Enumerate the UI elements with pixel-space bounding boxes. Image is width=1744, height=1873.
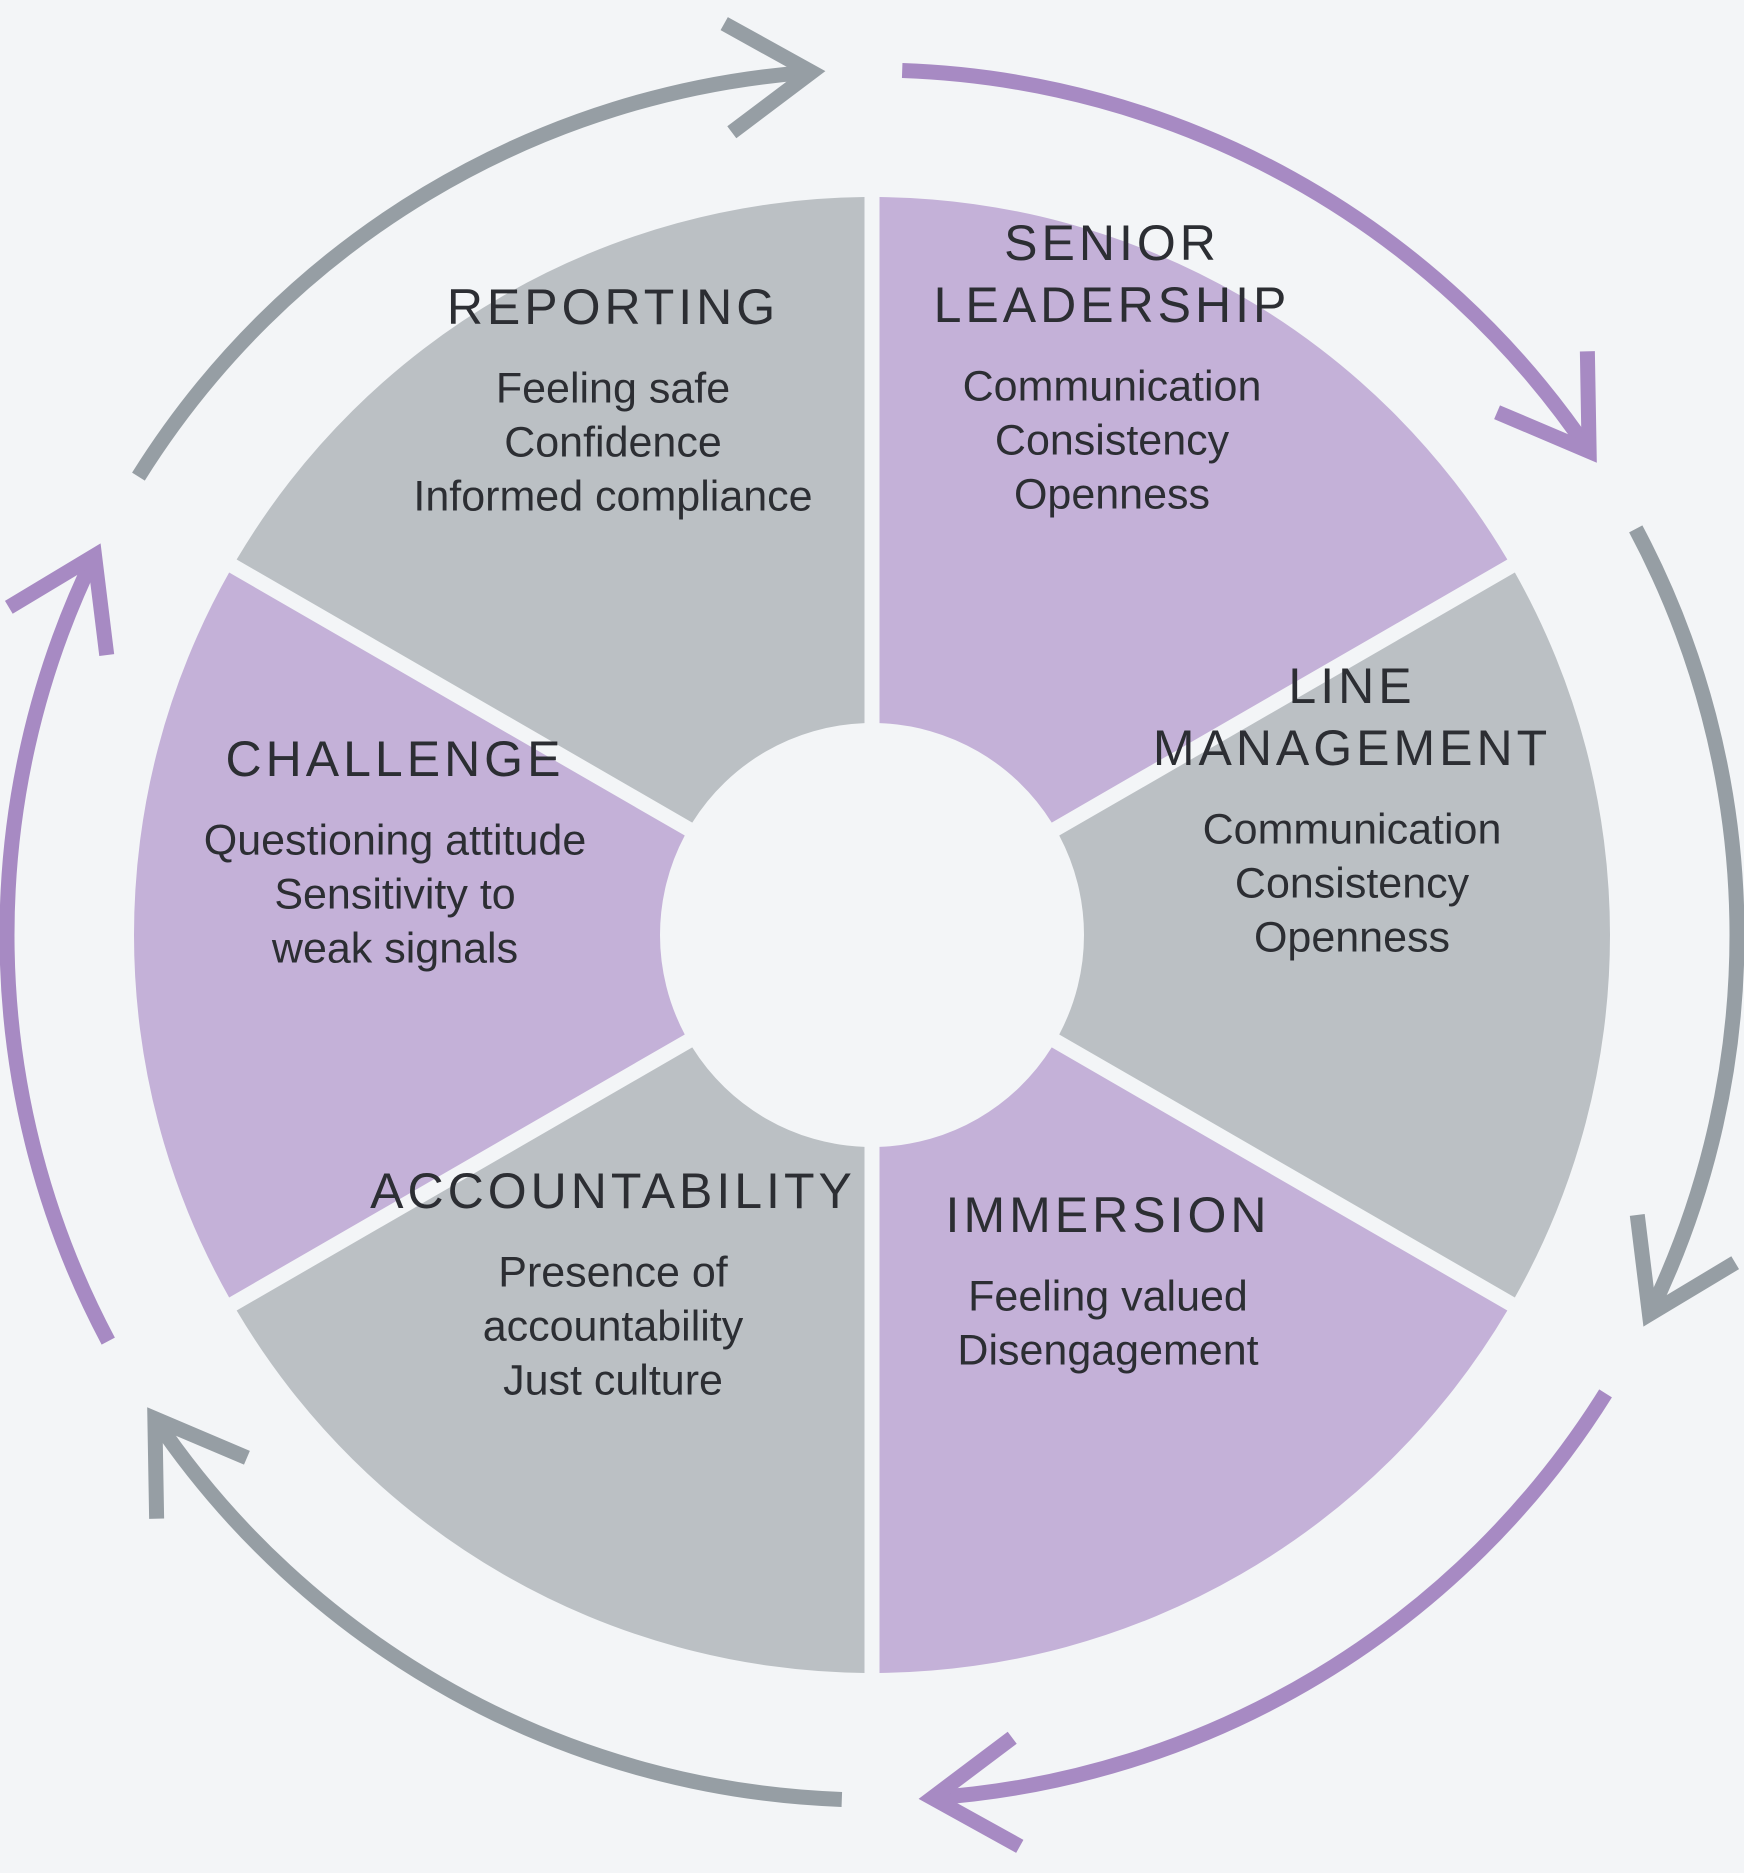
- segment-item: Just culture: [503, 1356, 723, 1404]
- segment-line-management: [1059, 572, 1610, 1298]
- segment-item: Presence of: [498, 1248, 729, 1296]
- segment-title: CHALLENGE: [226, 731, 565, 787]
- segment-item: Disengagement: [957, 1326, 1258, 1374]
- cycle-arrowhead-4: [147, 1407, 250, 1519]
- cycle-arrowhead-3: [918, 1731, 1024, 1853]
- segment-title: IMMERSION: [946, 1187, 1271, 1243]
- cycle-arrow-6: [132, 64, 813, 481]
- segment-title: LEADERSHIP: [934, 277, 1291, 333]
- segment-title: MANAGEMENT: [1153, 720, 1551, 776]
- label-accountability: ACCOUNTABILITY Presence of accountabilityJ…: [370, 1163, 856, 1404]
- cycle-arrow-5: [0, 552, 115, 1345]
- cycle-arrow-2: [1629, 525, 1744, 1318]
- segment-item: Sensitivity to: [274, 870, 515, 918]
- cycle-arrow-4: [148, 1414, 843, 1807]
- segment-item: weak signals: [271, 924, 518, 972]
- segment-title: SENIOR: [1004, 215, 1220, 271]
- label-senior-leadership: SENIOR LEADERSHIP CommunicationConsistency…: [934, 215, 1291, 518]
- segment-challenge: [133, 572, 685, 1298]
- segment-item: Confidence: [504, 418, 722, 466]
- segment-item: Openness: [1254, 913, 1450, 961]
- segment-item: Questioning attitude: [204, 816, 587, 864]
- segment-item: Feeling valued: [968, 1272, 1248, 1320]
- segment-item: accountability: [483, 1302, 744, 1350]
- segment-accountability: [236, 1047, 865, 1673]
- segment-item: Communication: [1203, 805, 1502, 853]
- segment-title: LINE: [1288, 658, 1415, 714]
- cycle-arrowhead-5: [4, 543, 115, 656]
- segment-item: Feeling safe: [496, 364, 730, 412]
- segment-title: REPORTING: [447, 279, 779, 335]
- segment-item: Informed compliance: [413, 472, 812, 520]
- label-line-management: LINE MANAGEMENT CommunicationConsistencyOp…: [1153, 658, 1551, 961]
- segment-item: Openness: [1014, 470, 1210, 518]
- segment-senior-leadership: [879, 197, 1508, 823]
- segment-item: Consistency: [1235, 859, 1470, 907]
- segment-reporting: [236, 197, 865, 823]
- label-challenge: CHALLENGE Questioning attitudeSensitivity…: [204, 731, 587, 972]
- segment-item: Consistency: [995, 416, 1230, 464]
- cycle-arrow-1: [901, 63, 1596, 456]
- cycle-arrowhead-1: [1494, 351, 1597, 463]
- cycle-arrowhead-6: [720, 17, 826, 139]
- segment-title: ACCOUNTABILITY: [370, 1163, 856, 1219]
- cycle-arrowhead-2: [1629, 1214, 1740, 1327]
- segment-item: Communication: [963, 362, 1262, 410]
- segment-immersion: [879, 1047, 1508, 1673]
- label-reporting: REPORTING Feeling safeConfidenceInformed …: [413, 279, 812, 520]
- cycle-arrow-3: [931, 1389, 1612, 1806]
